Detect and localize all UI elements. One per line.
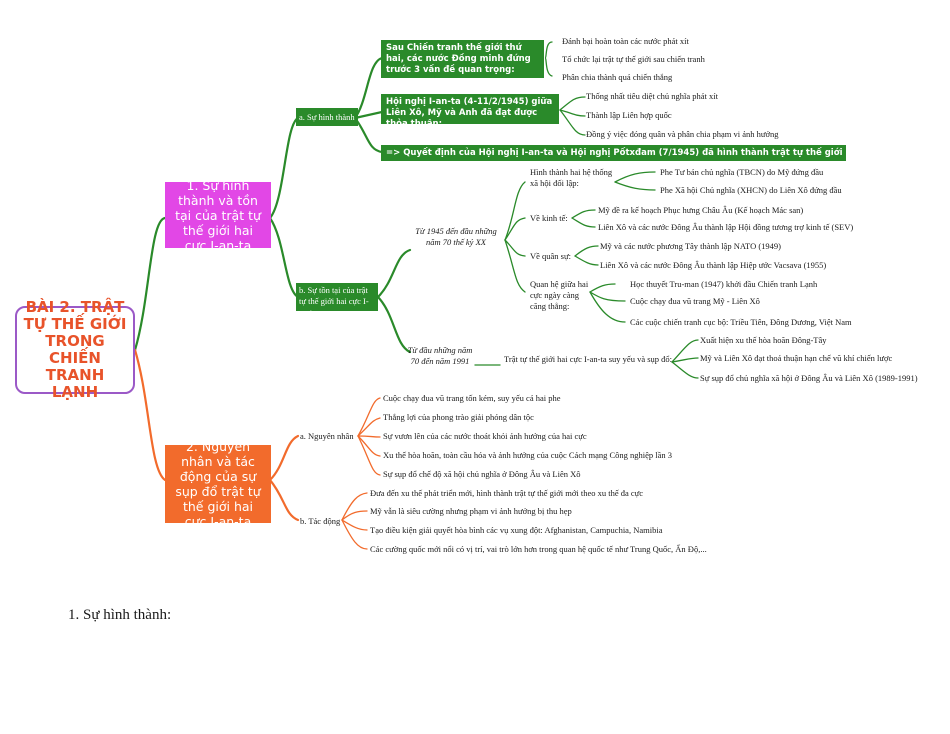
cause-item: Sự vươn lên của các nước thoát khỏi ảnh … — [383, 431, 587, 441]
group-item: Cuộc chạy đua vũ trang Mỹ - Liên Xô — [630, 296, 760, 306]
group-item: Phe Tư bản chủ nghĩa (TBCN) do Mỹ đứng đ… — [660, 167, 824, 177]
branch1-title: 1. Sự hình thành và tồn tại của trật tự … — [165, 178, 271, 253]
group-item: Liên Xô và các nước Đông Âu thành lập Hi… — [600, 260, 827, 270]
cause-item: Cuộc chạy đua vũ trang tốn kém, suy yếu … — [383, 393, 561, 403]
period2-item: Xuất hiện xu thế hòa hoãn Đông-Tây — [700, 335, 827, 345]
postwar-item: Tổ chức lại trật tự thế giới sau chiến t… — [562, 54, 705, 64]
impact-item: Các cường quốc mới nổi có vị trí, vai tr… — [370, 544, 707, 554]
group-label: Quan hệ giữa hai cực ngày càng căng thẳn… — [530, 279, 589, 311]
postwar-heading: Sau Chiến tranh thế giới thứ hai, các nư… — [381, 40, 544, 78]
group-item: Liên Xô và các nước Đông Âu thành lập Hộ… — [598, 222, 854, 232]
group-item: Học thuyết Tru-man (1947) khởi đầu Chiến… — [630, 279, 818, 289]
branch2-title: 2. Nguyên nhân và tác động của sự sụp đổ… — [165, 439, 271, 529]
yalta-item: Thành lập Liên hợp quốc — [586, 110, 672, 120]
yalta-item: Thống nhất tiêu diệt chủ nghĩa phát xít — [586, 91, 718, 101]
period2-heading: Trật tự thế giới hai cực I-an-ta suy yếu… — [504, 354, 673, 364]
impact-item: Tạo điều kiện giải quyết hòa bình các vụ… — [370, 525, 663, 535]
cause-item: Thắng lợi của phong trào giải phóng dân … — [383, 412, 534, 422]
branch2-b-label: b. Tác động — [300, 516, 341, 526]
branch1-a-label: a. Sự hình thành — [296, 108, 358, 126]
postwar-item: Đánh bại hoàn toàn các nước phát xít — [562, 36, 689, 46]
section-heading: 1. Sự hình thành: — [68, 607, 172, 623]
group-label: Hình thành hai hệ thống xã hội đối lập: — [530, 167, 613, 188]
postwar-item: Phân chia thành quả chiến thắng — [562, 72, 673, 82]
yalta-heading: Hội nghị I-an-ta (4-11/2/1945) giữa Liên… — [381, 94, 559, 129]
group-label: Về quân sự: — [530, 251, 571, 261]
yalta-item: Đồng ý việc đóng quân và phân chia phạm … — [586, 129, 779, 139]
group-item: Phe Xã hội Chủ nghĩa (XHCN) do Liên Xô đ… — [660, 185, 842, 195]
cause-item: Sự sụp đổ chế độ xã hội chủ nghĩa ở Đông… — [383, 469, 581, 479]
impact-item: Mỹ vẫn là siêu cường nhưng phạm vi ảnh h… — [370, 506, 572, 516]
group-item: Mỹ và các nước phương Tây thành lập NATO… — [600, 241, 782, 251]
root-title: BÀI 2. TRẬT TỰ THẾ GIỚI TRONG CHIẾN TRAN… — [15, 299, 135, 401]
group-item: Mỹ đề ra kế hoạch Phục hưng Châu Âu (Kế … — [598, 205, 804, 215]
period2-label: Từ đầu những năm 70 đến năm 1991 — [407, 345, 473, 366]
branch1-b-label: b. Sự tồn tại của trật tự thế giới hai c… — [296, 283, 378, 317]
branch2-a-label: a. Nguyên nhân — [300, 431, 354, 441]
group-item: Các cuộc chiến tranh cục bộ: Triều Tiên,… — [630, 317, 852, 327]
group-label: Về kinh tế: — [530, 213, 568, 223]
period2-item: Sự sụp đổ chủ nghĩa xã hội ở Đông Âu và … — [700, 373, 918, 383]
period1-label: Từ 1945 đến đầu những năm 70 thế kỷ XX — [415, 226, 497, 247]
impact-item: Đưa đến xu thế phát triển mới, hình thàn… — [370, 488, 644, 498]
cause-item: Xu thế hòa hoãn, toàn cầu hóa và ảnh hưở… — [383, 450, 673, 460]
yalta-conclusion: => Quyết định của Hội nghị I-an-ta và Hộ… — [381, 145, 917, 161]
period2-item: Mỹ và Liên Xô đạt thoả thuận hạn chế vũ … — [700, 353, 893, 363]
